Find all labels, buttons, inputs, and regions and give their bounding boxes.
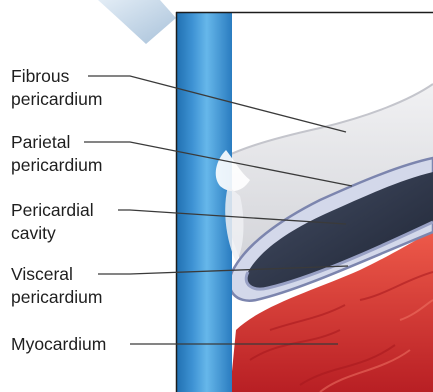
label-line-1: Pericardial <box>11 199 94 222</box>
label-line-1: Parietal <box>11 131 102 154</box>
great-vessel <box>176 12 232 392</box>
label-line-1: Visceral <box>11 263 102 286</box>
label-pericardial-cavity: Pericardial cavity <box>11 199 94 245</box>
pointer-arrow <box>98 0 176 44</box>
label-visceral-pericardium: Visceral pericardium <box>11 263 102 309</box>
label-line-1: Fibrous <box>11 65 102 88</box>
label-line-2: pericardium <box>11 286 102 309</box>
label-myocardium: Myocardium <box>11 333 106 356</box>
label-line-2: pericardium <box>11 88 102 111</box>
label-parietal-pericardium: Parietal pericardium <box>11 131 102 177</box>
tissue-layers <box>176 12 433 392</box>
label-fibrous-pericardium: Fibrous pericardium <box>11 65 102 111</box>
label-line-1: Myocardium <box>11 333 106 356</box>
label-line-2: pericardium <box>11 154 102 177</box>
label-line-2: cavity <box>11 222 94 245</box>
